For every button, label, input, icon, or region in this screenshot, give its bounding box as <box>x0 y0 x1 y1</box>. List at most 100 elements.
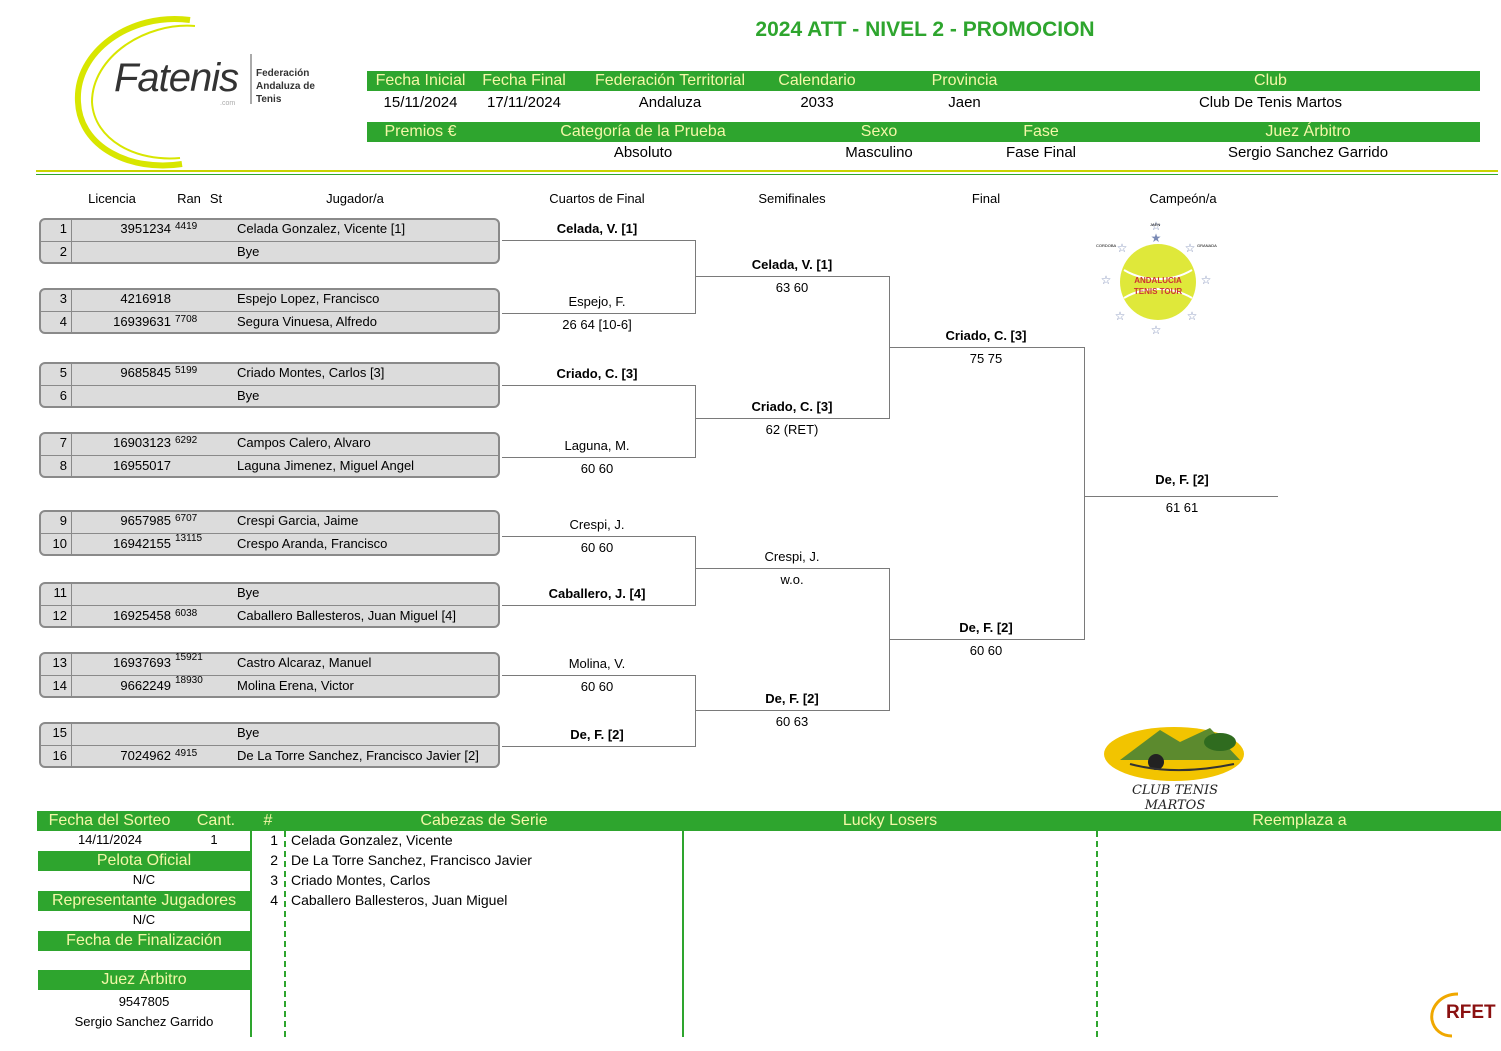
pair-divider <box>41 533 498 534</box>
player-licence: 9685845 <box>120 365 171 380</box>
representante-bar <box>38 891 250 911</box>
svg-text:☆: ☆ <box>1115 309 1126 323</box>
player-licence: 16955017 <box>113 458 171 473</box>
quarter-line <box>502 675 695 676</box>
quarter-score: 26 64 [10-6] <box>562 317 632 332</box>
tour-logo-left: CORDOBA <box>1096 243 1117 248</box>
semi-line <box>696 710 889 711</box>
tour-logo-top: JAEN <box>1150 222 1161 227</box>
semi-winner-name: Criado, C. [3] <box>751 399 833 414</box>
quarter-line <box>502 605 695 606</box>
player-name: Segura Vinuesa, Alfredo <box>237 314 377 329</box>
player-name: Castro Alcaraz, Manuel <box>237 655 372 670</box>
h1-club: Club <box>1254 72 1287 89</box>
h1-calendario: Calendario <box>778 72 856 89</box>
seed-number: 3 <box>270 872 278 888</box>
v1-federacion: Andaluza <box>638 94 702 111</box>
pelota-value: N/C <box>132 872 156 887</box>
v2-fase: Fase Final <box>1005 144 1077 161</box>
logo-small: .com <box>220 100 236 107</box>
quarter-connector <box>695 385 696 458</box>
v1-calendario: 2033 <box>800 94 834 111</box>
h2-premios: Premios € <box>384 123 457 140</box>
separator <box>36 170 1498 172</box>
semi-winner-name: Celada, V. [1] <box>751 257 833 272</box>
fatenis-logo: Fatenis Federación Andaluza de Tenis .co… <box>70 12 330 172</box>
player-number: 7 <box>59 435 67 450</box>
champion-name: De, F. [2] <box>1155 472 1209 487</box>
semi-line <box>696 418 889 419</box>
quarter-score: 60 60 <box>580 540 614 555</box>
player-licence: 16939631 <box>113 314 171 329</box>
juez-name: Sergio Sanchez Garrido <box>74 1014 214 1029</box>
pair-number-divider <box>71 724 72 766</box>
bottom-header-bar <box>37 811 1501 831</box>
h2-fase: Fase <box>1023 123 1059 140</box>
svg-text:★: ★ <box>1151 231 1162 245</box>
player-pair-box <box>39 288 500 334</box>
player-pair-box <box>39 432 500 478</box>
seed-name: Criado Montes, Carlos <box>291 872 431 888</box>
fecha-sorteo-label: Fecha del Sorteo <box>48 812 171 829</box>
col-semis: Semifinales <box>758 191 826 206</box>
pair-number-divider <box>71 364 72 406</box>
player-ranking: 6707 <box>175 513 198 524</box>
player-pair-box <box>39 218 500 264</box>
v2-sexo: Masculino <box>845 144 913 161</box>
player-ranking: 5199 <box>175 365 198 376</box>
fecha-sorteo: 14/11/2024 <box>77 832 143 847</box>
svg-text:☆: ☆ <box>1151 323 1162 337</box>
seed-number: 2 <box>270 852 278 868</box>
player-licence: 9657985 <box>120 513 171 528</box>
pair-number-divider <box>71 654 72 696</box>
player-licence: 9662249 <box>120 678 171 693</box>
player-number: 2 <box>59 244 67 259</box>
pair-number-divider <box>71 512 72 554</box>
col-jugador: Jugador/a <box>326 191 384 206</box>
h2-juez: Juez Árbitro <box>1265 123 1351 140</box>
pair-divider <box>41 675 498 676</box>
semi-winner-name: Crespi, J. <box>764 549 820 564</box>
final-winner-name: De, F. [2] <box>959 620 1013 635</box>
h1-federacion: Federación Territorial <box>595 72 745 89</box>
player-ranking: 15921 <box>175 652 203 663</box>
svg-text:☆: ☆ <box>1101 273 1112 287</box>
semi-line <box>696 568 889 569</box>
cabezas-label: Cabezas de Serie <box>420 812 548 829</box>
player-licence: 3951234 <box>120 221 171 236</box>
juez-id: 9547805 <box>118 994 170 1009</box>
quarter-connector <box>695 536 696 606</box>
quarter-score: 60 60 <box>580 679 614 694</box>
player-name: Crespi Garcia, Jaime <box>237 513 359 528</box>
pair-number-divider <box>71 220 72 262</box>
player-name: Criado Montes, Carlos [3] <box>237 365 385 380</box>
final-score: 60 60 <box>969 643 1003 658</box>
player-number: 15 <box>52 725 67 740</box>
svg-text:☆: ☆ <box>1185 241 1196 255</box>
player-pair-box <box>39 582 500 628</box>
seed-name: Caballero Ballesteros, Juan Miguel <box>291 892 508 908</box>
h1-provincia: Provincia <box>931 72 998 89</box>
quarter-connector <box>695 675 696 747</box>
divider-hash <box>284 831 286 1037</box>
champion-score: 61 61 <box>1165 500 1199 515</box>
player-ranking: 7708 <box>175 314 198 325</box>
logo-sub1: Federación <box>256 68 310 79</box>
pair-divider <box>41 455 498 456</box>
semi-score: w.o. <box>780 572 804 587</box>
player-licence: 4216918 <box>120 291 171 306</box>
juez-label: Juez Árbitro <box>101 971 187 988</box>
quarter-line <box>502 536 695 537</box>
hash-label: # <box>263 812 273 829</box>
semi-winner-name: De, F. [2] <box>765 691 819 706</box>
header1-values: 15/11/2024 17/11/2024 Andaluza 2033 Jaen… <box>367 93 1480 113</box>
player-number: 11 <box>53 585 68 600</box>
v1-club: Club De Tenis Martos <box>1198 94 1343 111</box>
pelota-bar <box>38 851 250 871</box>
juez-bar <box>38 970 250 990</box>
player-name: Bye <box>237 585 260 600</box>
